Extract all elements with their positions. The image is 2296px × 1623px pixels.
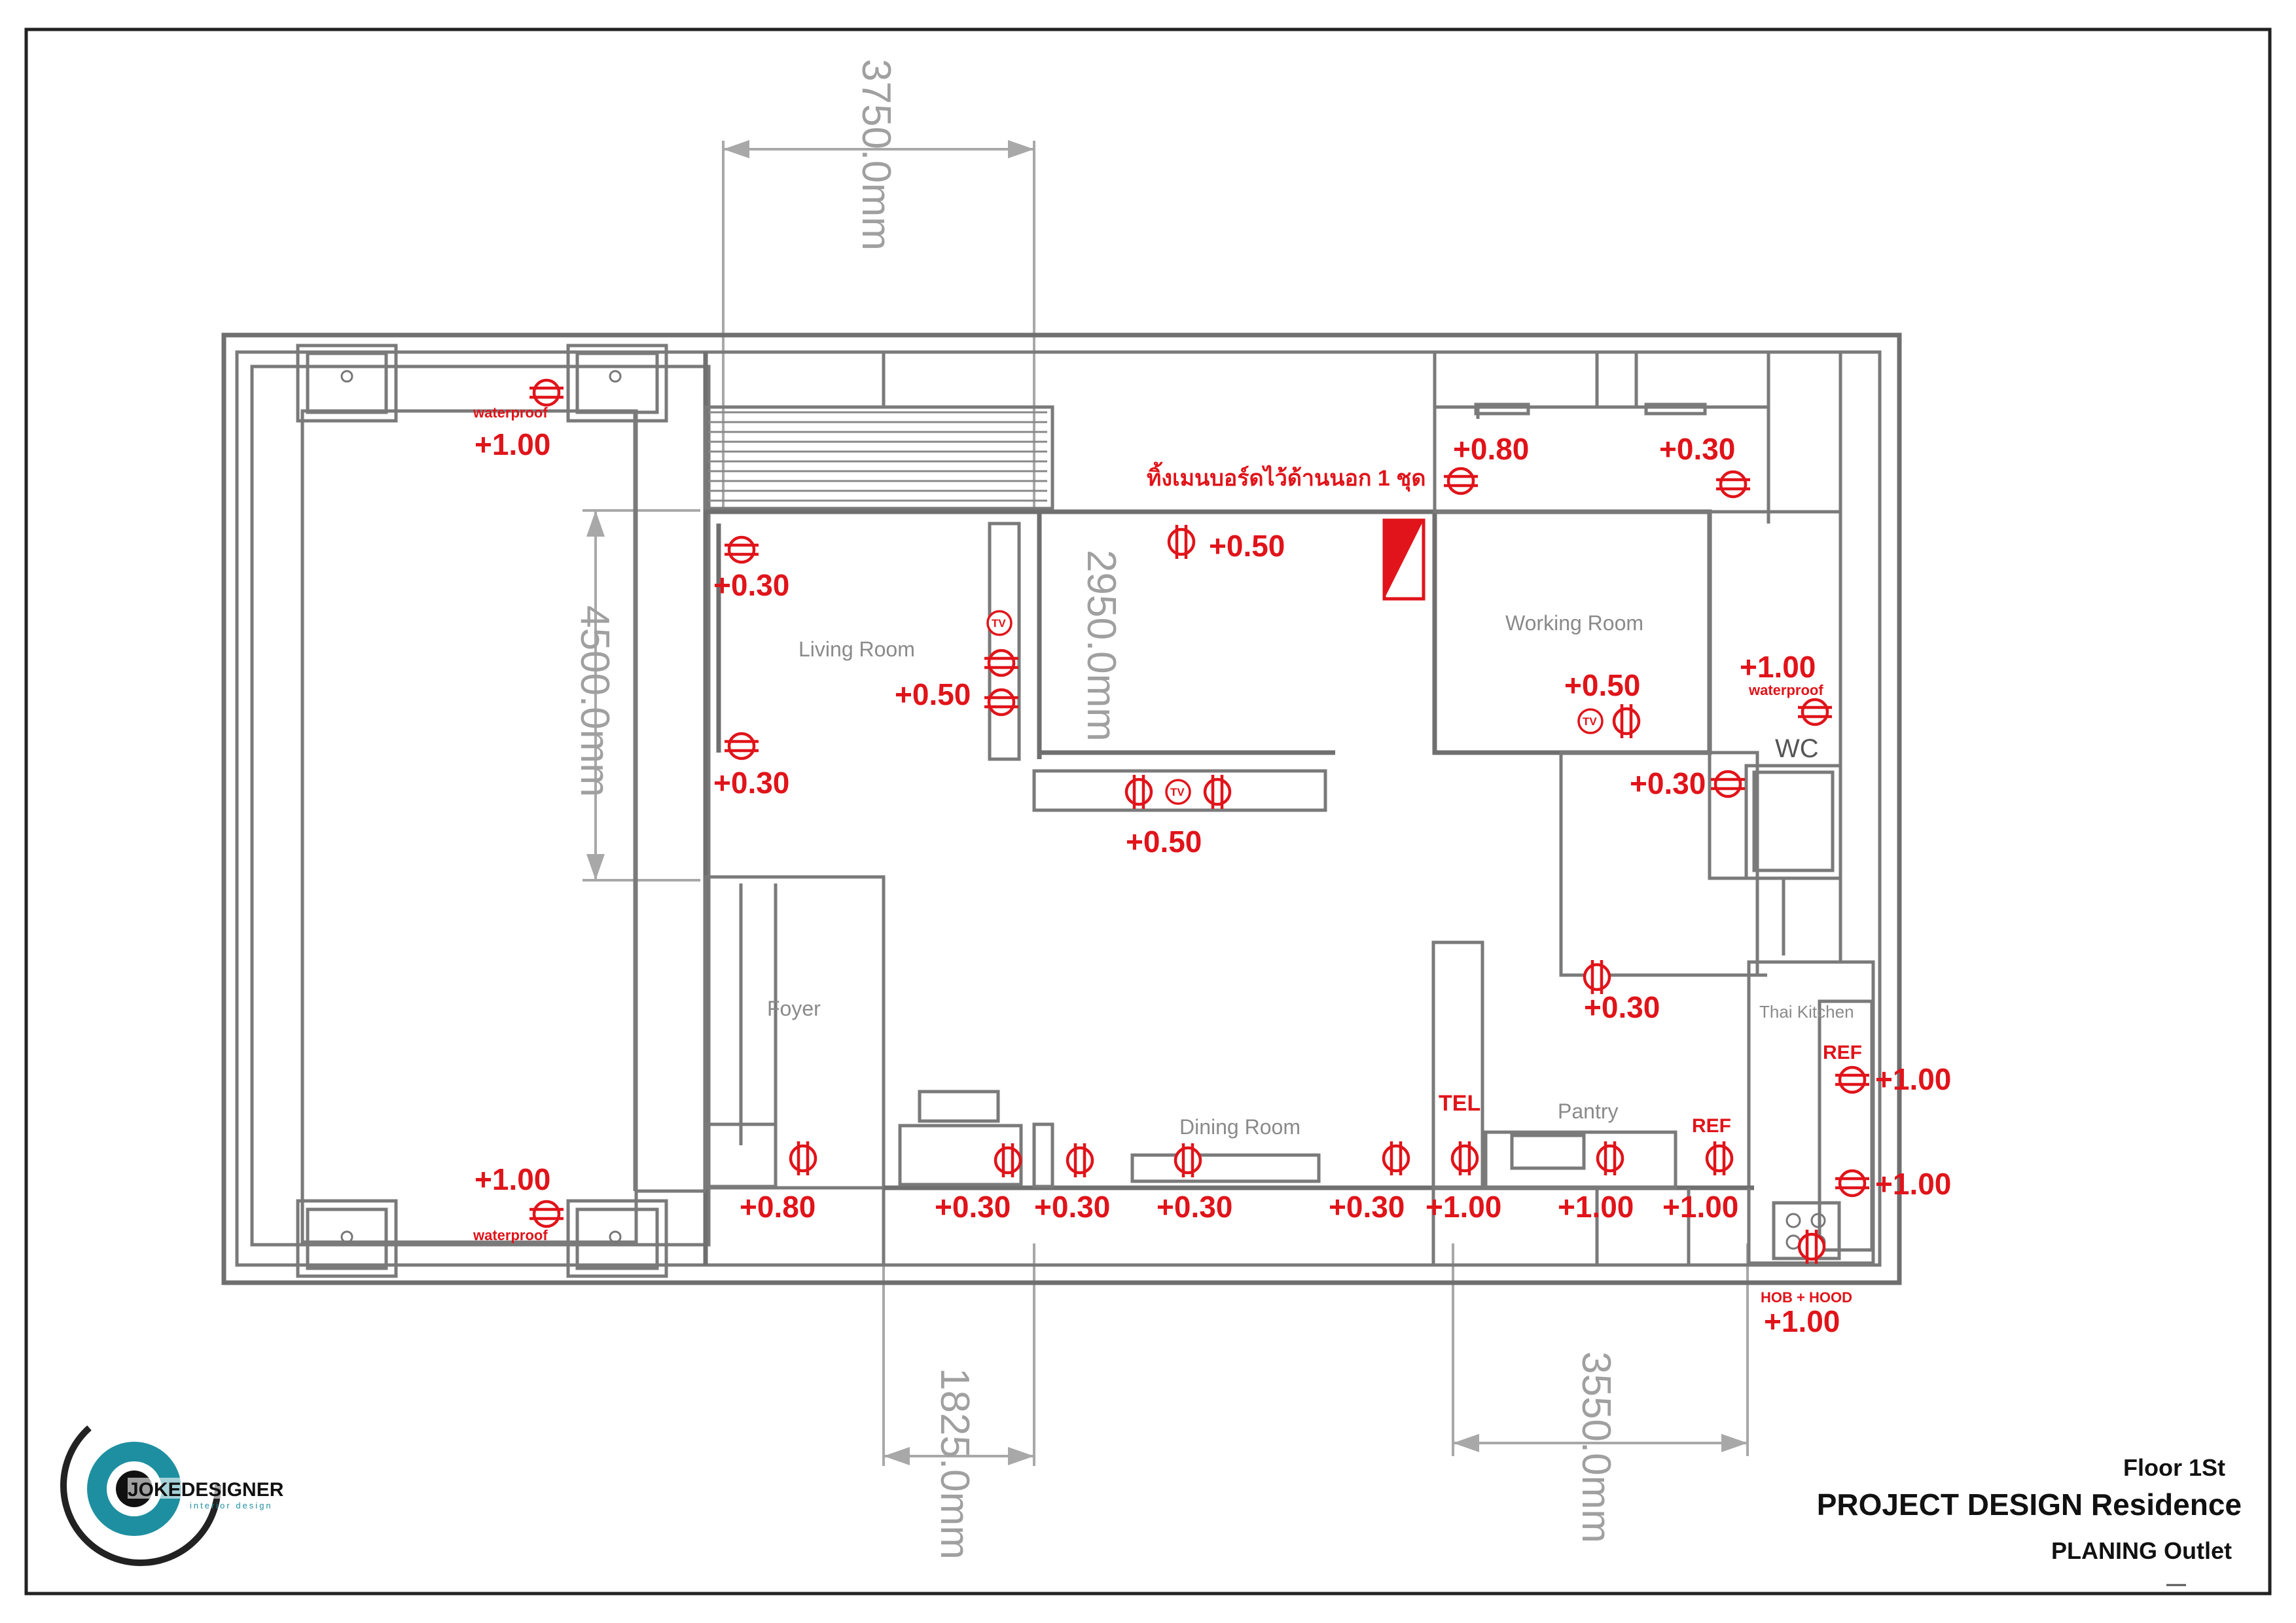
- outlet-height-label: +1.00: [1740, 650, 1816, 684]
- dimension-left: 4500.0mm: [572, 605, 617, 797]
- svg-text:TV: TV: [1583, 715, 1597, 728]
- room-label-living: Living Room: [798, 637, 915, 661]
- outlet-height-label: +0.50: [1126, 825, 1202, 859]
- room-label-working: Working Room: [1505, 611, 1643, 635]
- outlet-height-label: +0.30: [1584, 990, 1660, 1024]
- outlet-height-label: +1.00: [1764, 1304, 1840, 1338]
- outlet-height-label: +1.00: [1558, 1190, 1634, 1224]
- logo-text: JOKEDESIGNER: [128, 1479, 284, 1501]
- dimension-bottom-left: 1825.0mm: [932, 1368, 977, 1560]
- outlet-icon: [1382, 1141, 1410, 1175]
- sheet-border: [24, 27, 2272, 1596]
- outlet-icon: [1596, 1141, 1624, 1175]
- room-label-thai-kitchen: Thai Kitchen: [1759, 1002, 1854, 1022]
- plan-type: PLANING Outlet: [2051, 1537, 2232, 1564]
- dimension-lines: [583, 140, 1749, 1466]
- room-label-dining: Dining Room: [1179, 1115, 1300, 1139]
- outlet-icon: [529, 1200, 564, 1228]
- svg-text:TV: TV: [1170, 786, 1185, 798]
- outlet-height-label: +0.30: [1630, 766, 1706, 800]
- waterproof-label: waterproof: [473, 1227, 548, 1243]
- walls: [221, 332, 1902, 1285]
- tv-outlet-icon: TV: [1577, 708, 1604, 734]
- outlet-height-label: +0.30: [1659, 432, 1735, 466]
- outlet-icon: [1066, 1143, 1094, 1177]
- outlet-height-label: +0.30: [1329, 1190, 1405, 1224]
- outlet-height-label: +0.50: [1564, 668, 1640, 702]
- outlet-icon: [1124, 775, 1153, 809]
- outlet-icon: [1797, 1230, 1826, 1264]
- outlet-icon: [529, 378, 564, 407]
- outlet-icon: [1612, 704, 1641, 738]
- outlet-icon: [1450, 1141, 1479, 1175]
- mainboard-note: ทิ้งเมนบอร์ดไว้ด้านนอก 1 ชุด: [1147, 461, 1426, 492]
- ref-label: REF: [1692, 1115, 1731, 1137]
- dimension-center: 2950.0mm: [1079, 550, 1124, 741]
- outlet-height-label: +0.30: [935, 1190, 1011, 1224]
- waterproof-label: waterproof: [473, 404, 548, 421]
- outlet-height-label: +0.30: [1034, 1190, 1110, 1224]
- room-label-pantry: Pantry: [1558, 1099, 1618, 1123]
- room-label-wc: WC: [1775, 734, 1819, 763]
- outlet-height-label: +1.00: [1875, 1062, 1951, 1096]
- outlet-icon: [789, 1141, 817, 1175]
- dimension-top: 3750.0mm: [853, 59, 899, 251]
- outlet-height-label: +1.00: [475, 427, 550, 461]
- outlet-icon: [1444, 467, 1478, 495]
- outlet-height-label: +1.00: [1426, 1190, 1501, 1224]
- project-title: PROJECT DESIGN Residence: [1817, 1488, 2242, 1522]
- outlet-symbols: [529, 378, 1869, 1264]
- room-label-foyer: Foyer: [767, 997, 821, 1020]
- outlet-icon: [1203, 775, 1232, 809]
- outlet-height-label: +0.50: [895, 677, 971, 711]
- company-logo: JOKEDESIGNER interior design: [60, 1405, 285, 1566]
- outlet-icon: [984, 649, 1018, 677]
- outlet-height-label: +0.50: [1209, 529, 1285, 563]
- tv-outlet-icon: TV: [1165, 779, 1191, 805]
- outlet-icon: [1174, 1143, 1202, 1177]
- outlet-height-label: +1.00: [475, 1162, 550, 1196]
- outlet-icon: [1716, 470, 1750, 499]
- outlet-icon: [1167, 525, 1196, 559]
- outlet-icon: [1705, 1141, 1734, 1175]
- waterproof-label: waterproof: [1748, 682, 1823, 698]
- hob-hood-label: HOB + HOOD: [1761, 1289, 1852, 1306]
- tel-label: TEL: [1439, 1091, 1480, 1116]
- outlet-icon: [1798, 698, 1832, 726]
- svg-text:TV: TV: [992, 617, 1006, 630]
- outlet-height-label: +0.30: [1157, 1190, 1232, 1224]
- outlet-icon: [1711, 770, 1745, 798]
- outlet-height-label: +1.00: [1662, 1190, 1738, 1224]
- dimension-bottom-right: 3550.0mm: [1573, 1351, 1619, 1543]
- tv-outlet-icon: TV: [986, 610, 1013, 636]
- outlet-height-label: +0.30: [713, 568, 789, 602]
- floor-label: Floor 1St: [2123, 1454, 2225, 1481]
- outlet-height-label: +1.00: [1875, 1167, 1951, 1201]
- outlet-icon: [1835, 1065, 1869, 1094]
- outlet-height-label: +0.80: [1453, 432, 1529, 466]
- outlet-icon: [1835, 1169, 1869, 1198]
- ref-label: REF: [1823, 1042, 1862, 1063]
- outlet-icon: [984, 688, 1018, 717]
- outlet-icon: [725, 732, 759, 760]
- outlet-icon: [725, 535, 759, 564]
- outlet-height-label: +0.30: [713, 766, 789, 800]
- mainboard-symbol: [1382, 518, 1426, 601]
- outlet-icon: [1583, 960, 1611, 994]
- logo-subtext: interior design: [190, 1501, 273, 1510]
- outlet-height-label: +0.80: [740, 1190, 816, 1224]
- outlet-icon: [994, 1143, 1022, 1177]
